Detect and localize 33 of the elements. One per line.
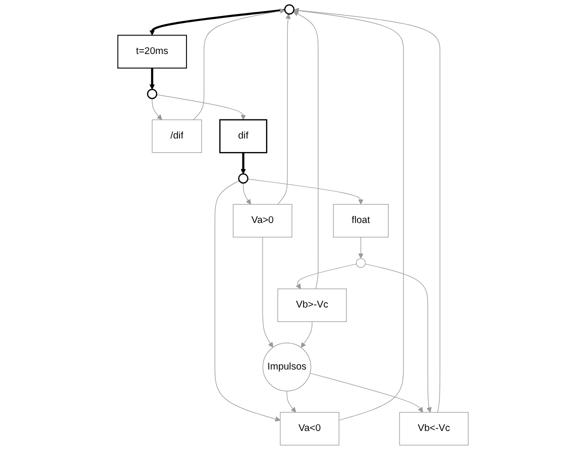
arrow [247,178,364,205]
arrow [310,372,424,413]
node-circle [146,88,158,100]
arrow [358,236,364,259]
arrow [286,390,296,413]
arrow [294,8,440,413]
arrow [149,68,155,90]
arrow [296,264,357,290]
arrow [293,11,318,290]
arrow [156,94,246,120]
node-circle [238,173,248,184]
arrow [294,8,404,421]
arrow [242,182,252,205]
node-circle [356,258,366,268]
arrow [240,152,246,174]
node-box: t=20ms [117,34,187,69]
node-box: /dif [152,119,202,153]
arrow [277,14,291,205]
node-box: dif [219,119,268,154]
arrow [149,8,285,36]
arrow [152,98,162,120]
node-box: Vb<-Vc [399,412,468,446]
node-circle [284,4,295,15]
arrow [300,321,312,348]
node-circle: Impulsos [262,342,312,392]
node-box: Va<0 [280,412,340,446]
node-box: Va>0 [232,204,292,238]
node-box: Vb>-Vc [277,288,347,322]
arrow [262,236,274,348]
node-box: float [333,204,389,238]
arrow [193,8,286,120]
arrow [214,180,280,422]
arrow [364,264,432,413]
